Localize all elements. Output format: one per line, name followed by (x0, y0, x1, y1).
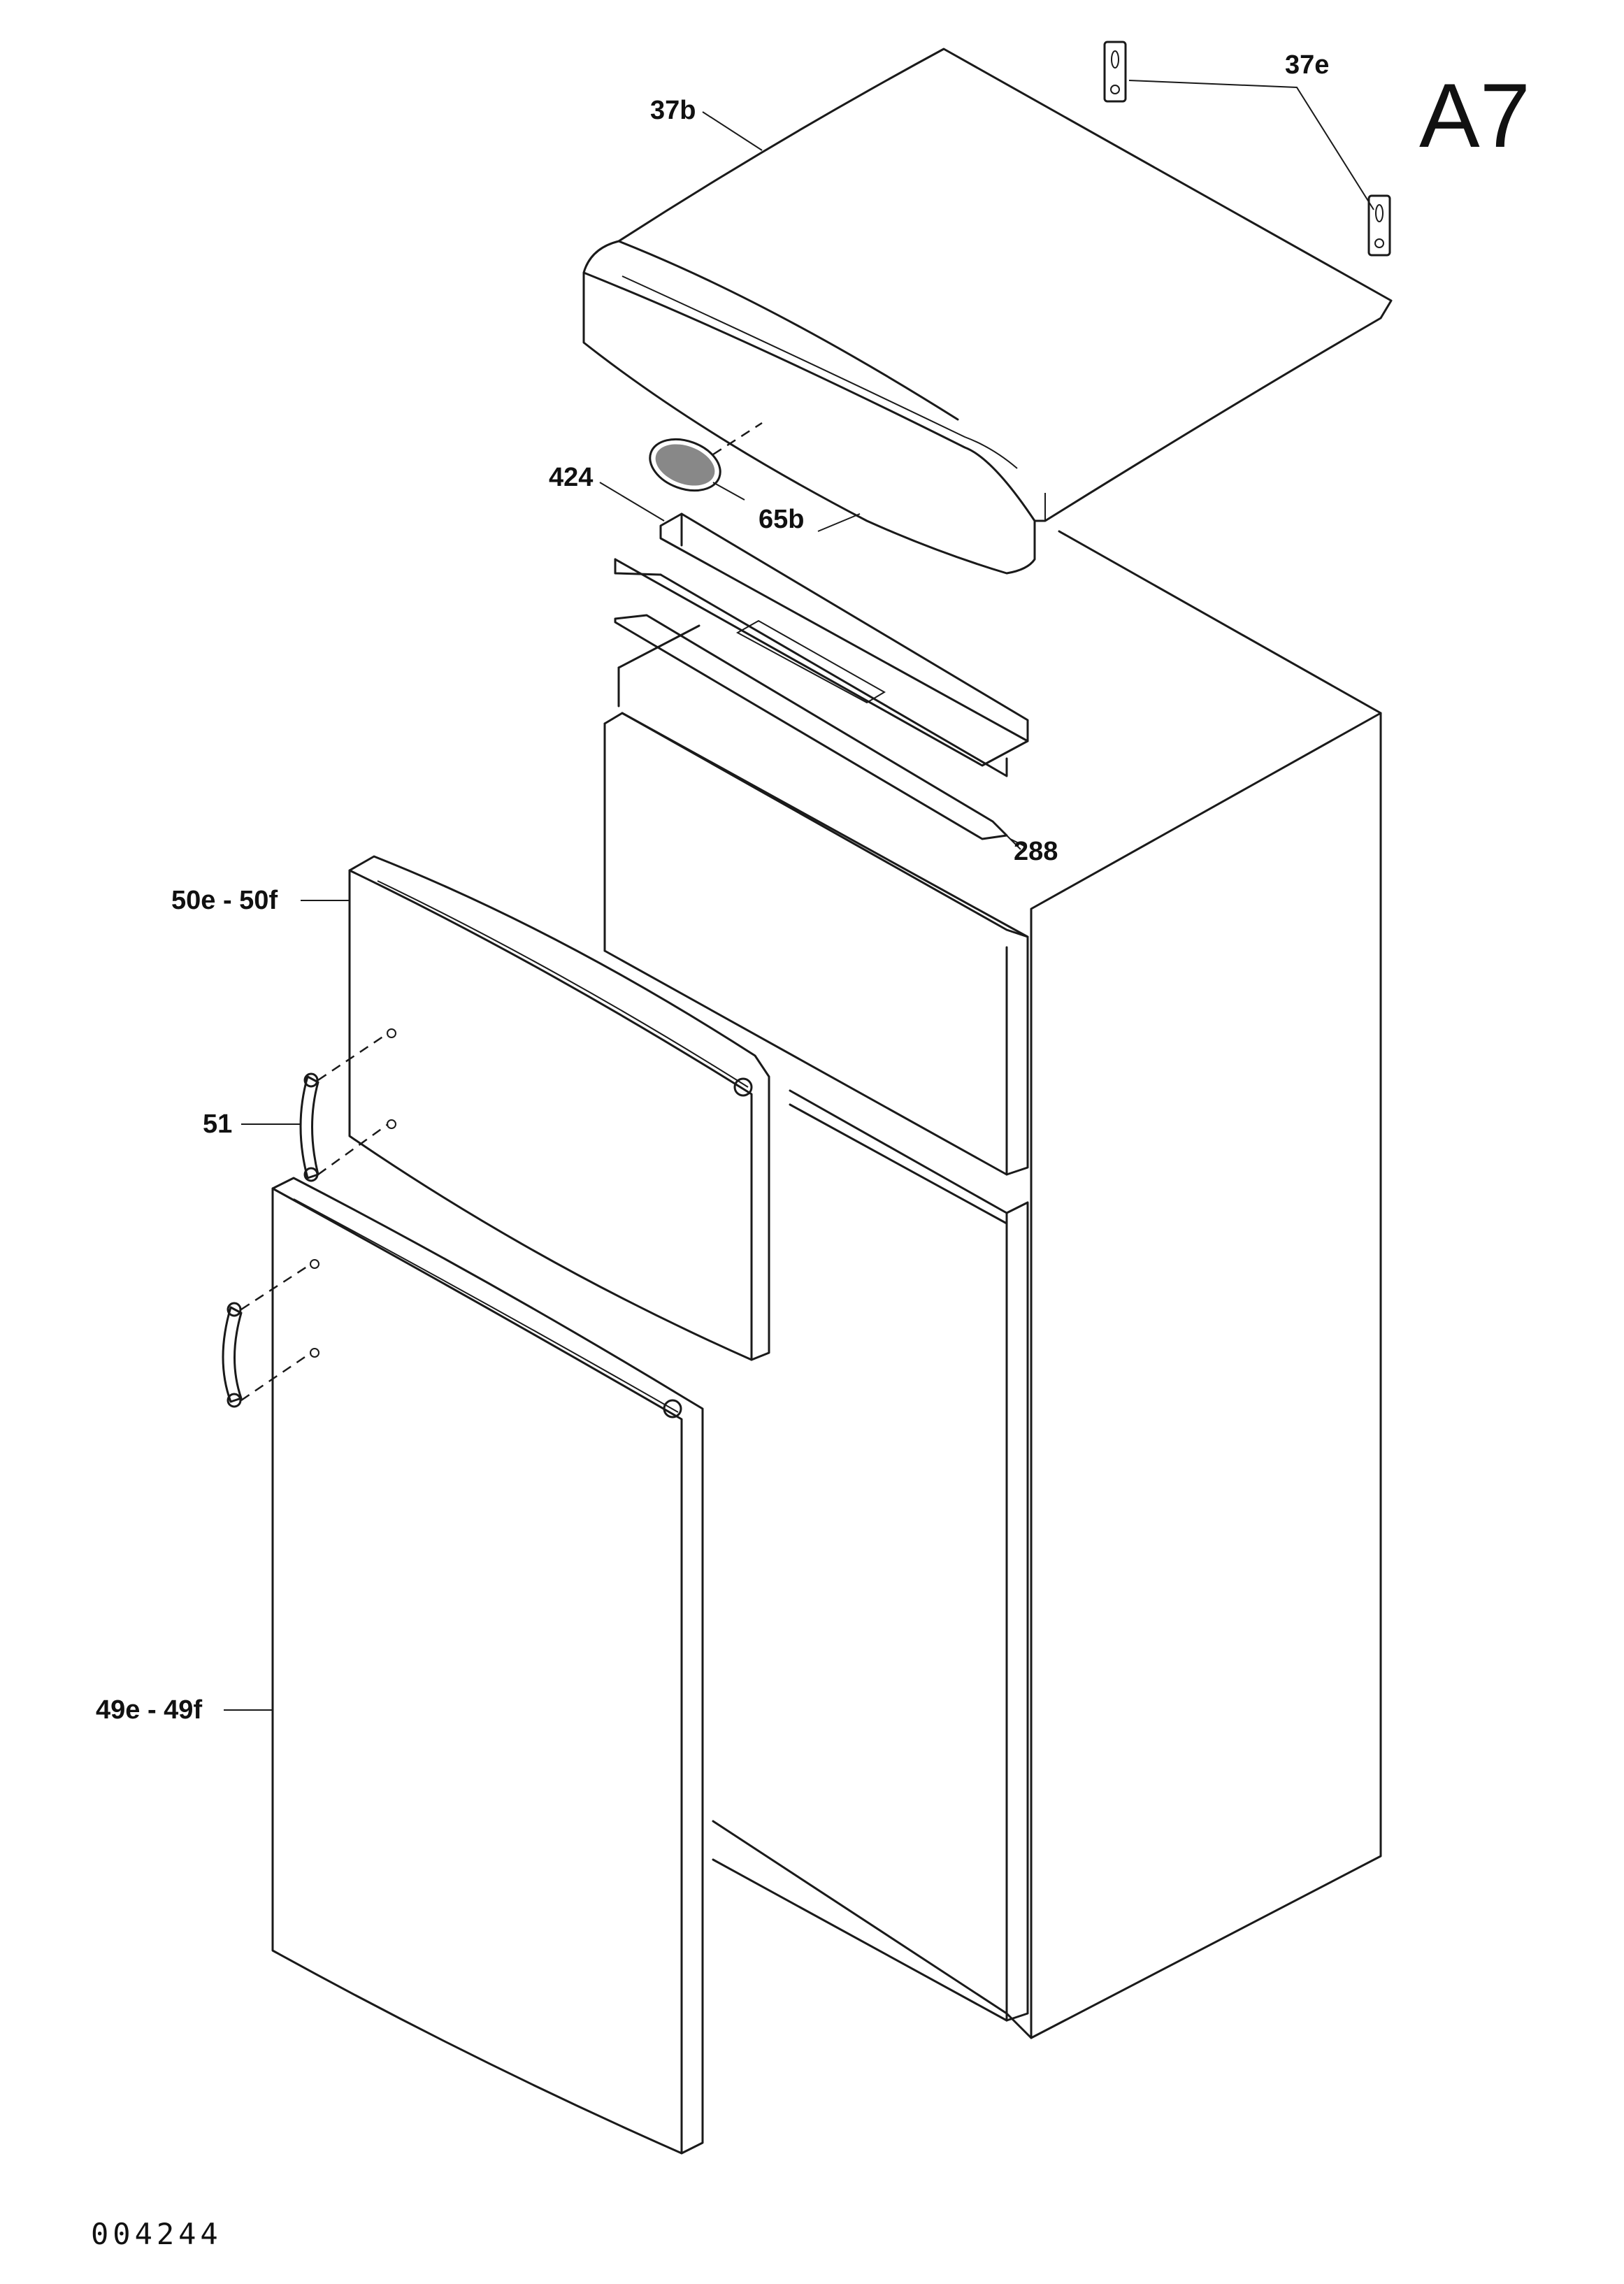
label-37b: 37b (650, 96, 696, 125)
figure-id: A7 (1419, 64, 1530, 166)
hinge-plate-top (1103, 41, 1127, 103)
leader-37e (1128, 80, 1374, 210)
label-65b: 65b (759, 505, 804, 534)
leader-37b (702, 111, 763, 151)
label-288: 288 (1014, 837, 1058, 866)
label-37e: 37e (1285, 50, 1329, 80)
upper-door (348, 855, 770, 1361)
cabinet-lower-panel (712, 1089, 1029, 2022)
drawing-number: 004244 (91, 2217, 222, 2251)
top-cover (582, 48, 1393, 575)
grille (649, 422, 763, 501)
label-424: 424 (549, 463, 593, 492)
profile (614, 512, 1029, 777)
cabinet-upper-panel (603, 712, 1029, 1176)
leader-288 (1009, 838, 1025, 847)
hinge-plate-bottom (1367, 194, 1391, 257)
upper-handle (299, 1032, 389, 1182)
leader-424 (599, 482, 665, 522)
lower-door (271, 1177, 704, 2155)
lower-handle (222, 1263, 312, 1408)
label-49e-49f: 49e - 49f (96, 1695, 202, 1725)
cabinet-body (617, 530, 1382, 2039)
label-51: 51 (203, 1109, 232, 1139)
label-50e-50f: 50e - 50f (171, 886, 278, 915)
strip (614, 614, 1021, 850)
